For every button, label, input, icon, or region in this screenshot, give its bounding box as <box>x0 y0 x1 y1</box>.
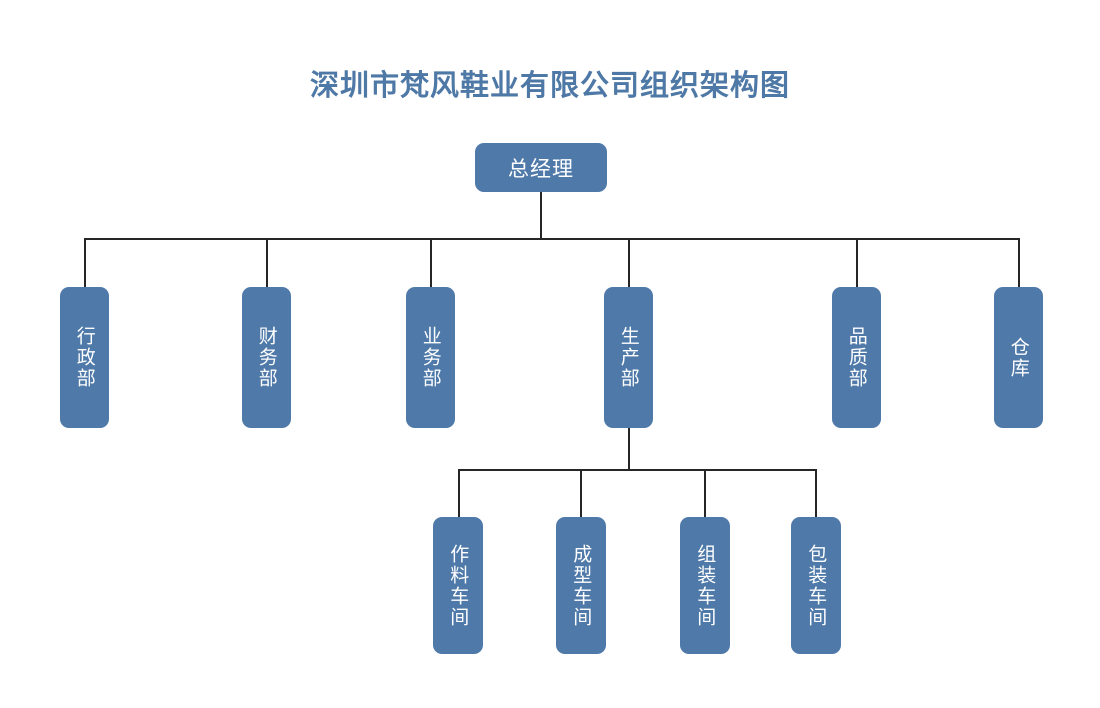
connector-level2-bus <box>84 238 1019 240</box>
connector-drop-quality <box>856 238 858 288</box>
connector-drop-assembly <box>704 469 706 518</box>
connector-drop-admin <box>84 238 86 288</box>
node-workshop-molding[interactable]: 成型车间 <box>556 517 606 654</box>
connector-drop-business <box>430 238 432 288</box>
node-department-admin-label: 行政部 <box>73 326 96 389</box>
connector-production-stem <box>628 427 630 470</box>
node-department-production[interactable]: 生产部 <box>604 287 653 428</box>
connector-drop-warehouse <box>1018 238 1020 288</box>
node-department-finance-label: 财务部 <box>255 326 278 389</box>
connector-drop-production <box>628 238 630 288</box>
node-workshop-material-label: 作料车间 <box>447 543 470 628</box>
node-department-finance[interactable]: 财务部 <box>242 287 291 428</box>
node-department-admin[interactable]: 行政部 <box>60 287 109 428</box>
node-workshop-assembly[interactable]: 组装车间 <box>680 517 730 654</box>
node-workshop-packaging-label: 包装车间 <box>805 543 828 628</box>
connector-drop-molding <box>580 469 582 518</box>
node-workshop-packaging[interactable]: 包装车间 <box>791 517 841 654</box>
node-workshop-molding-label: 成型车间 <box>570 543 593 628</box>
node-department-quality[interactable]: 品质部 <box>832 287 881 428</box>
node-general-manager[interactable]: 总经理 <box>475 143 607 192</box>
node-department-business-label: 业务部 <box>419 326 442 389</box>
connector-root-stem <box>540 192 542 239</box>
node-workshop-material[interactable]: 作料车间 <box>433 517 483 654</box>
connector-level3-bus <box>458 469 816 471</box>
node-workshop-assembly-label: 组装车间 <box>694 543 717 628</box>
page-title: 深圳市梵风鞋业有限公司组织架构图 <box>309 68 790 102</box>
node-department-warehouse[interactable]: 仓库 <box>994 287 1043 428</box>
node-department-production-label: 生产部 <box>617 326 640 389</box>
connector-drop-finance <box>266 238 268 288</box>
node-department-business[interactable]: 业务部 <box>406 287 455 428</box>
connector-drop-packaging <box>815 469 817 518</box>
node-department-quality-label: 品质部 <box>845 326 868 389</box>
node-department-warehouse-label: 仓库 <box>1007 336 1030 379</box>
node-general-manager-label: 总经理 <box>508 156 574 181</box>
connector-drop-material <box>458 469 460 518</box>
